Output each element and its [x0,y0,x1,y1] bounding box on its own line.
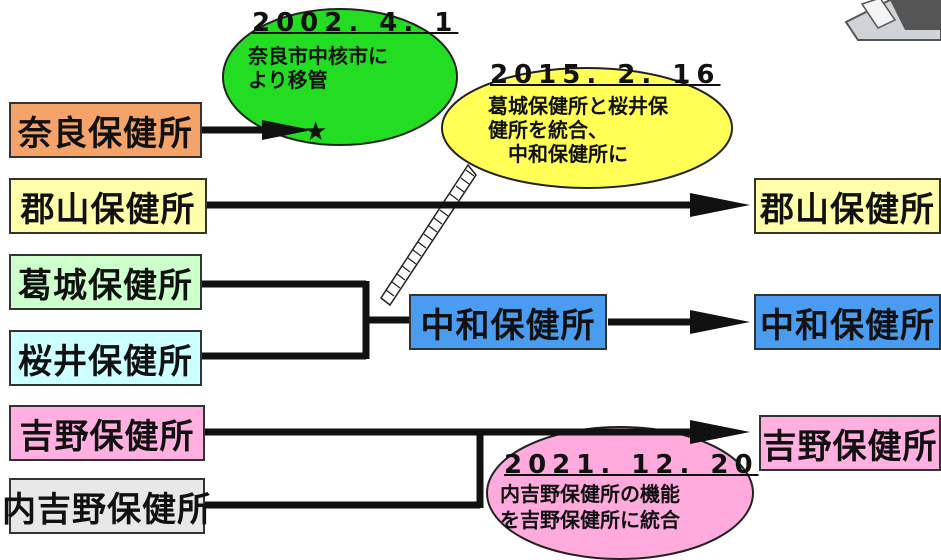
office-yoshino: 吉野保健所 [9,405,205,461]
yoshino-merge-line1: 内吉野保健所の機能 [500,482,680,506]
yoshino-merge-date: 2021. 12. 20 [504,450,759,480]
office-katsuragi: 葛城保健所 [9,254,202,310]
nara-transfer-date: 2002. 4. 1 [252,8,459,38]
chuwa-merge-bubble [441,67,733,189]
yoshino-merge-bubble [486,426,754,560]
office-sakurai: 桜井保健所 [9,330,202,386]
office-chuwa-middle: 中和保健所 [409,294,607,350]
office-chuwa-right: 中和保健所 [754,294,941,350]
chuwa-merge-line3: 中和保健所に [508,142,628,166]
office-yoshino-right: 吉野保健所 [759,415,941,471]
arrowhead-chuwa [690,310,750,334]
nara-transfer-line2: より移管 [248,68,328,92]
connector-lines [200,126,700,509]
chuwa-merge-date: 2015. 2. 16 [490,60,721,90]
office-koriyama: 郡山保健所 [9,178,207,234]
office-nara: 奈良保健所 [9,102,202,158]
arrowhead-yoshino [690,420,750,444]
yoshino-merge-line2: を吉野保健所に統合 [500,508,680,532]
laptop-illustration [844,0,941,41]
office-uchiyoshino: 内吉野保健所 [2,478,211,534]
arrowhead-koriyama [690,193,750,217]
bubble-pointer [379,163,477,307]
arrowheads [262,120,750,444]
star-marker: ★ [304,117,328,147]
bubble-pointer-hatch [385,169,475,297]
arrowhead-nara [262,120,312,140]
nara-transfer-line1: 奈良市中核市に [248,44,388,68]
office-koriyama-right: 郡山保健所 [754,178,941,234]
chuwa-merge-line1: 葛城保健所と桜井保 [488,94,668,118]
chuwa-merge-line2: 健所を統合、 [488,118,608,142]
nara-transfer-bubble [222,8,458,146]
